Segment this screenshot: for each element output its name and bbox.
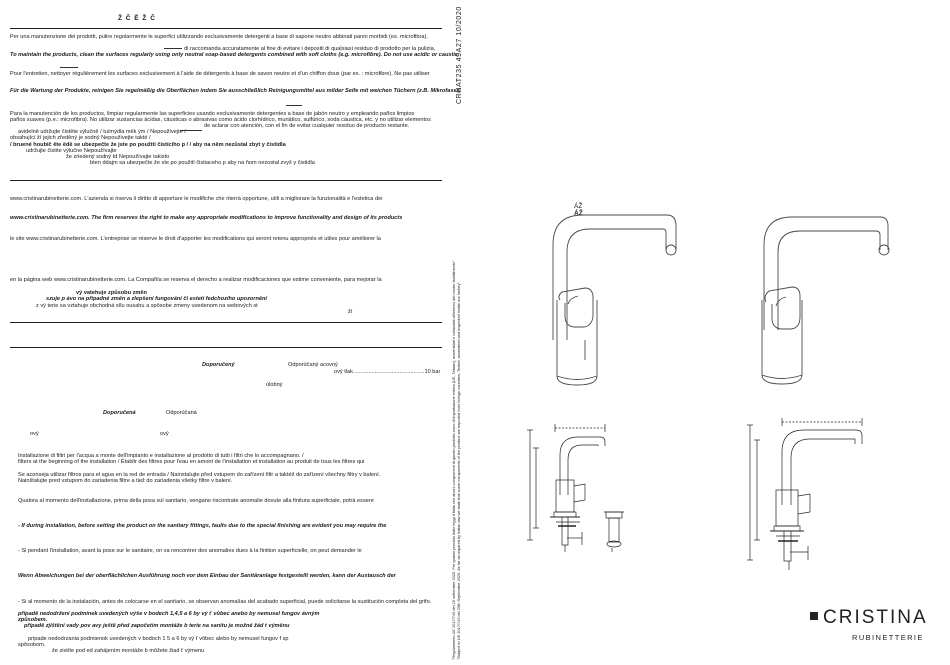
defects-es: - Si al momento de la instalación, antes… bbox=[18, 599, 432, 605]
pressure-label-3: úlobný bbox=[266, 382, 283, 388]
rights-cz-1: vý vatehuje způsobu změn bbox=[76, 290, 147, 296]
defects-fr: - Si pendant l'installation, avant la po… bbox=[18, 548, 362, 554]
header-rule bbox=[10, 28, 442, 29]
defects-cz-4: že zistíte pod ed zahájením montáže b mô… bbox=[52, 648, 205, 654]
section-rule-3 bbox=[10, 347, 442, 348]
pressure-label-4: Doporučená bbox=[103, 410, 136, 416]
defects-en: - If during installation, before setting… bbox=[18, 523, 387, 529]
rights-en: www.cristinarubinetterie.com. The firm r… bbox=[10, 215, 403, 221]
rights-cz-4: ží bbox=[348, 309, 353, 315]
maintenance-underline-2 bbox=[60, 67, 78, 68]
maintenance-es: Para la manutención de los productos, li… bbox=[10, 111, 415, 117]
maintenance-cz-6: bten ddajm sa ubezpečte že ste po použit… bbox=[90, 160, 315, 166]
pressure-label-5: Odporúčaná bbox=[166, 410, 197, 416]
defects-de: Wenn Abweichungen bei der oberflächliche… bbox=[18, 573, 396, 579]
maintenance-underline-4 bbox=[180, 130, 202, 131]
maintenance-en: To maintain the products, clean the surf… bbox=[10, 52, 458, 58]
maintenance-it-2: di raccomanda accuratamente al fine di e… bbox=[184, 46, 436, 52]
maintenance-de: Für die Wartung der Produkte, reinigen S… bbox=[10, 88, 461, 94]
maintenance-underline bbox=[164, 48, 182, 49]
pressure-label-2: Odporúčaný acovný bbox=[288, 362, 338, 368]
rights-cz-3: z vý terie sa vztahuje obchodná sílu ous… bbox=[36, 303, 258, 309]
rights-cz-2: szuje p ávo na případné změn a zlepšení … bbox=[46, 296, 267, 302]
defects-it: Qualora al momento dell'installazione, p… bbox=[18, 498, 374, 504]
rights-es: en la página web www.cristinarubinetteri… bbox=[10, 277, 382, 283]
install-es: Se aconseja utilizar filtros para el agu… bbox=[18, 472, 381, 478]
defects-cz-1b: způsobem. bbox=[18, 617, 48, 623]
section-rule-1 bbox=[10, 180, 442, 181]
maintenance-it: Per una manutenzione dei prodotti, pulir… bbox=[10, 34, 428, 40]
install-sk: Nainštalujte pred vstupom do zariadenia … bbox=[18, 478, 233, 484]
maintenance-cz-5: že zriedený sodný td Nepoužívajte takist… bbox=[66, 154, 170, 160]
maintenance-cz-3: / bruené houbič ěte ědě se ubezpečte že … bbox=[10, 142, 286, 148]
brand-subtitle: RUBINETTERIE bbox=[852, 633, 924, 642]
maintenance-es-3: de aclarar con atención, con el fin de e… bbox=[204, 123, 410, 129]
defects-cz-2: případě zjištění vady pov avy ještě před… bbox=[24, 623, 290, 629]
product-label-1: ÁŽ bbox=[574, 203, 583, 210]
pressure-line: ový tlak................................… bbox=[334, 369, 441, 375]
regulation-note-2: "Subject to UE 2017/745 del 25th Septemb… bbox=[456, 282, 461, 660]
section-rule-2 bbox=[10, 322, 442, 323]
install-it: Installazione di filtri per l'acqua a mo… bbox=[18, 453, 304, 459]
pressure-ovy-2: ový bbox=[160, 431, 169, 437]
maintenance-fr: Pour l'entretien, nettoyer régulièrement… bbox=[10, 71, 430, 77]
install-en: filters at the beginning of the installa… bbox=[18, 459, 365, 465]
maintenance-es-2: paños suaves (p.e.: microfibra). No util… bbox=[10, 117, 431, 123]
defects-cz-3b: spôsobom. bbox=[18, 642, 46, 648]
pressure-label-1: Doporučený bbox=[202, 362, 235, 368]
rights-fr: le site www.cristinarubinetterie.com. L'… bbox=[10, 236, 381, 242]
document-header: Ž Č Ě Ž Č bbox=[118, 15, 156, 22]
maintenance-cz-2: obsahující ží jejich zředěný je sodný Ne… bbox=[10, 135, 151, 141]
pressure-ovy-1: ový bbox=[30, 431, 39, 437]
product-code: CRHAT235 49A27 10/2020 bbox=[456, 6, 463, 104]
maintenance-underline-3 bbox=[286, 105, 302, 106]
defects-cz-3: pripade nedodrzania podmienok uvedených … bbox=[28, 636, 289, 642]
product-label-2: ÁŽ bbox=[574, 210, 583, 217]
maintenance-cz-4: udržujte čistite výlučne Nepoužívajte bbox=[26, 148, 117, 154]
maintenance-cz-1: avidelně udržujte čistěte výlučně / tu/m… bbox=[18, 129, 186, 135]
brand-name: CRISTINA bbox=[823, 607, 928, 628]
brand-logo-mark bbox=[810, 612, 818, 620]
defects-cz-1: případě nedodržení podmínek uvedených vý… bbox=[18, 611, 320, 617]
rights-it: www.cristinarubinetterie.com. L'azienda … bbox=[10, 196, 383, 202]
